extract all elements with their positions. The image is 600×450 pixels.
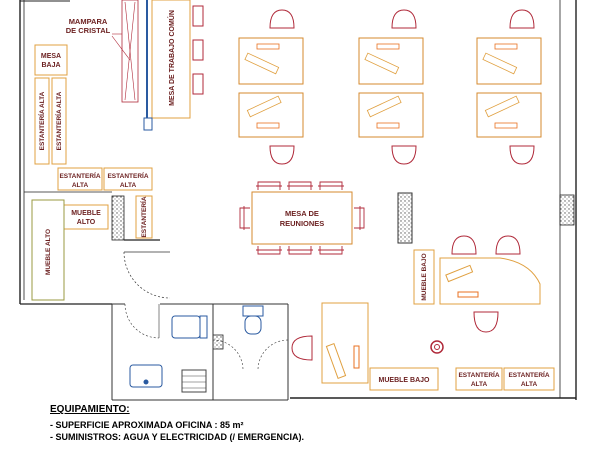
chair-icon	[239, 181, 365, 255]
label-mueble-alto-1a: MUEBLE	[71, 210, 101, 217]
chair-icon	[269, 145, 295, 165]
bin-icon	[430, 340, 444, 354]
desk-4	[238, 92, 304, 138]
chair-icon	[451, 235, 477, 255]
chair-icon	[391, 145, 417, 165]
chair-icon	[291, 335, 313, 361]
label-estanteria-v2: ESTANTERÍA ALTA	[54, 91, 63, 150]
plan-labels: MAMPARA DE CRISTAL MESA DE TRABAJO COMÚN…	[37, 10, 550, 388]
label-mueble-alto-2: MUEBLE ALTO	[45, 229, 52, 275]
label-mesa-trabajo: MESA DE TRABAJO COMÚN	[167, 10, 176, 106]
low-cabinet-vertical	[413, 249, 435, 305]
low-cabinet-horizontal	[369, 367, 439, 391]
label-estanteria-h2-1: ESTANTERÍA	[107, 171, 148, 180]
legend-title: EQUIPAMIENTO:	[50, 404, 130, 415]
shelf-small	[135, 195, 153, 239]
label-mampara-1: MAMPARA	[69, 17, 108, 26]
label-mesa-baja-2: BAJA	[41, 62, 60, 69]
label-estanteria-b2-1: ESTANTERÍA	[508, 370, 549, 379]
tall-shelf-bottom-1	[455, 367, 503, 391]
desk-5	[358, 92, 424, 138]
chair-icon	[509, 9, 535, 29]
tall-furniture-1	[63, 204, 109, 230]
tall-furniture-2	[31, 199, 65, 301]
desk-modules	[238, 37, 542, 138]
label-estanteria-h1-2: ALTA	[72, 182, 89, 189]
common-work-table	[143, 0, 204, 131]
left-shelving	[31, 44, 153, 301]
toilet-icon	[171, 315, 201, 339]
meeting-table	[239, 181, 365, 255]
column-right	[559, 194, 575, 226]
label-mueble-alto-1b: ALTO	[77, 219, 96, 226]
lower-desk	[321, 302, 369, 384]
reception-desk	[413, 249, 541, 305]
label-mampara-2: DE CRISTAL	[66, 26, 111, 35]
tall-shelf-2	[51, 77, 67, 165]
tall-shelf-4	[103, 167, 153, 191]
toilet-icon	[242, 305, 264, 317]
tall-shelf-1	[34, 77, 50, 165]
bottom-cabinets	[369, 367, 555, 391]
label-estanteria-v1: ESTANTERÍA ALTA	[37, 91, 46, 150]
legend-item: - SUPERFICIE APROXIMADA OFICINA : 85 m²	[50, 420, 244, 430]
walls	[19, 0, 577, 400]
label-estanteria-b1-1: ESTANTERÍA	[458, 370, 499, 379]
label-estanteria-small: ESTANTERÍA	[139, 196, 148, 237]
label-mesa-reuniones-1: MESA DE	[285, 209, 319, 218]
desk-2	[358, 37, 424, 85]
chair-icon	[192, 5, 204, 95]
dark-cabinet	[397, 192, 413, 244]
desk-6	[476, 92, 542, 138]
label-mueble-bajo-h: MUEBLE BAJO	[379, 377, 431, 384]
legend-item: - SUMINISTROS: AGUA Y ELECTRICIDAD (/ EM…	[50, 432, 305, 442]
wall-hatch-small	[111, 195, 125, 241]
label-estanteria-h2-2: ALTA	[120, 182, 137, 189]
desk-chairs	[269, 9, 535, 165]
label-estanteria-h1-1: ESTANTERÍA	[59, 171, 100, 180]
label-estanteria-b1-2: ALTA	[471, 381, 488, 388]
chair-icon	[269, 9, 295, 29]
tall-shelf-3	[57, 167, 103, 191]
reception-chairs	[451, 235, 521, 333]
chair-icon	[391, 9, 417, 29]
shower-tray	[181, 369, 207, 393]
label-mesa-reuniones-2: REUNIONES	[280, 219, 325, 228]
tall-shelf-bottom-2	[503, 367, 555, 391]
entrance-door	[123, 251, 171, 299]
label-mesa-baja-1: MESA	[41, 53, 61, 60]
wall-bathroom-pillar	[212, 334, 224, 350]
desk-3	[476, 37, 542, 85]
label-mueble-bajo-v: MUEBLE BAJO	[421, 253, 428, 300]
sink-icon	[129, 364, 163, 388]
low-table	[34, 44, 68, 76]
chair-icon	[473, 311, 499, 333]
chair-icon	[495, 235, 521, 255]
bathroom-fixtures	[129, 305, 264, 393]
bathroom	[111, 303, 289, 401]
chair-icon	[509, 145, 535, 165]
label-estanteria-b2-2: ALTA	[521, 381, 538, 388]
equipment-legend: EQUIPAMIENTO: - SUPERFICIE APROXIMADA OF…	[50, 404, 590, 443]
glass-partition	[111, 0, 139, 103]
desk-1	[238, 37, 304, 85]
